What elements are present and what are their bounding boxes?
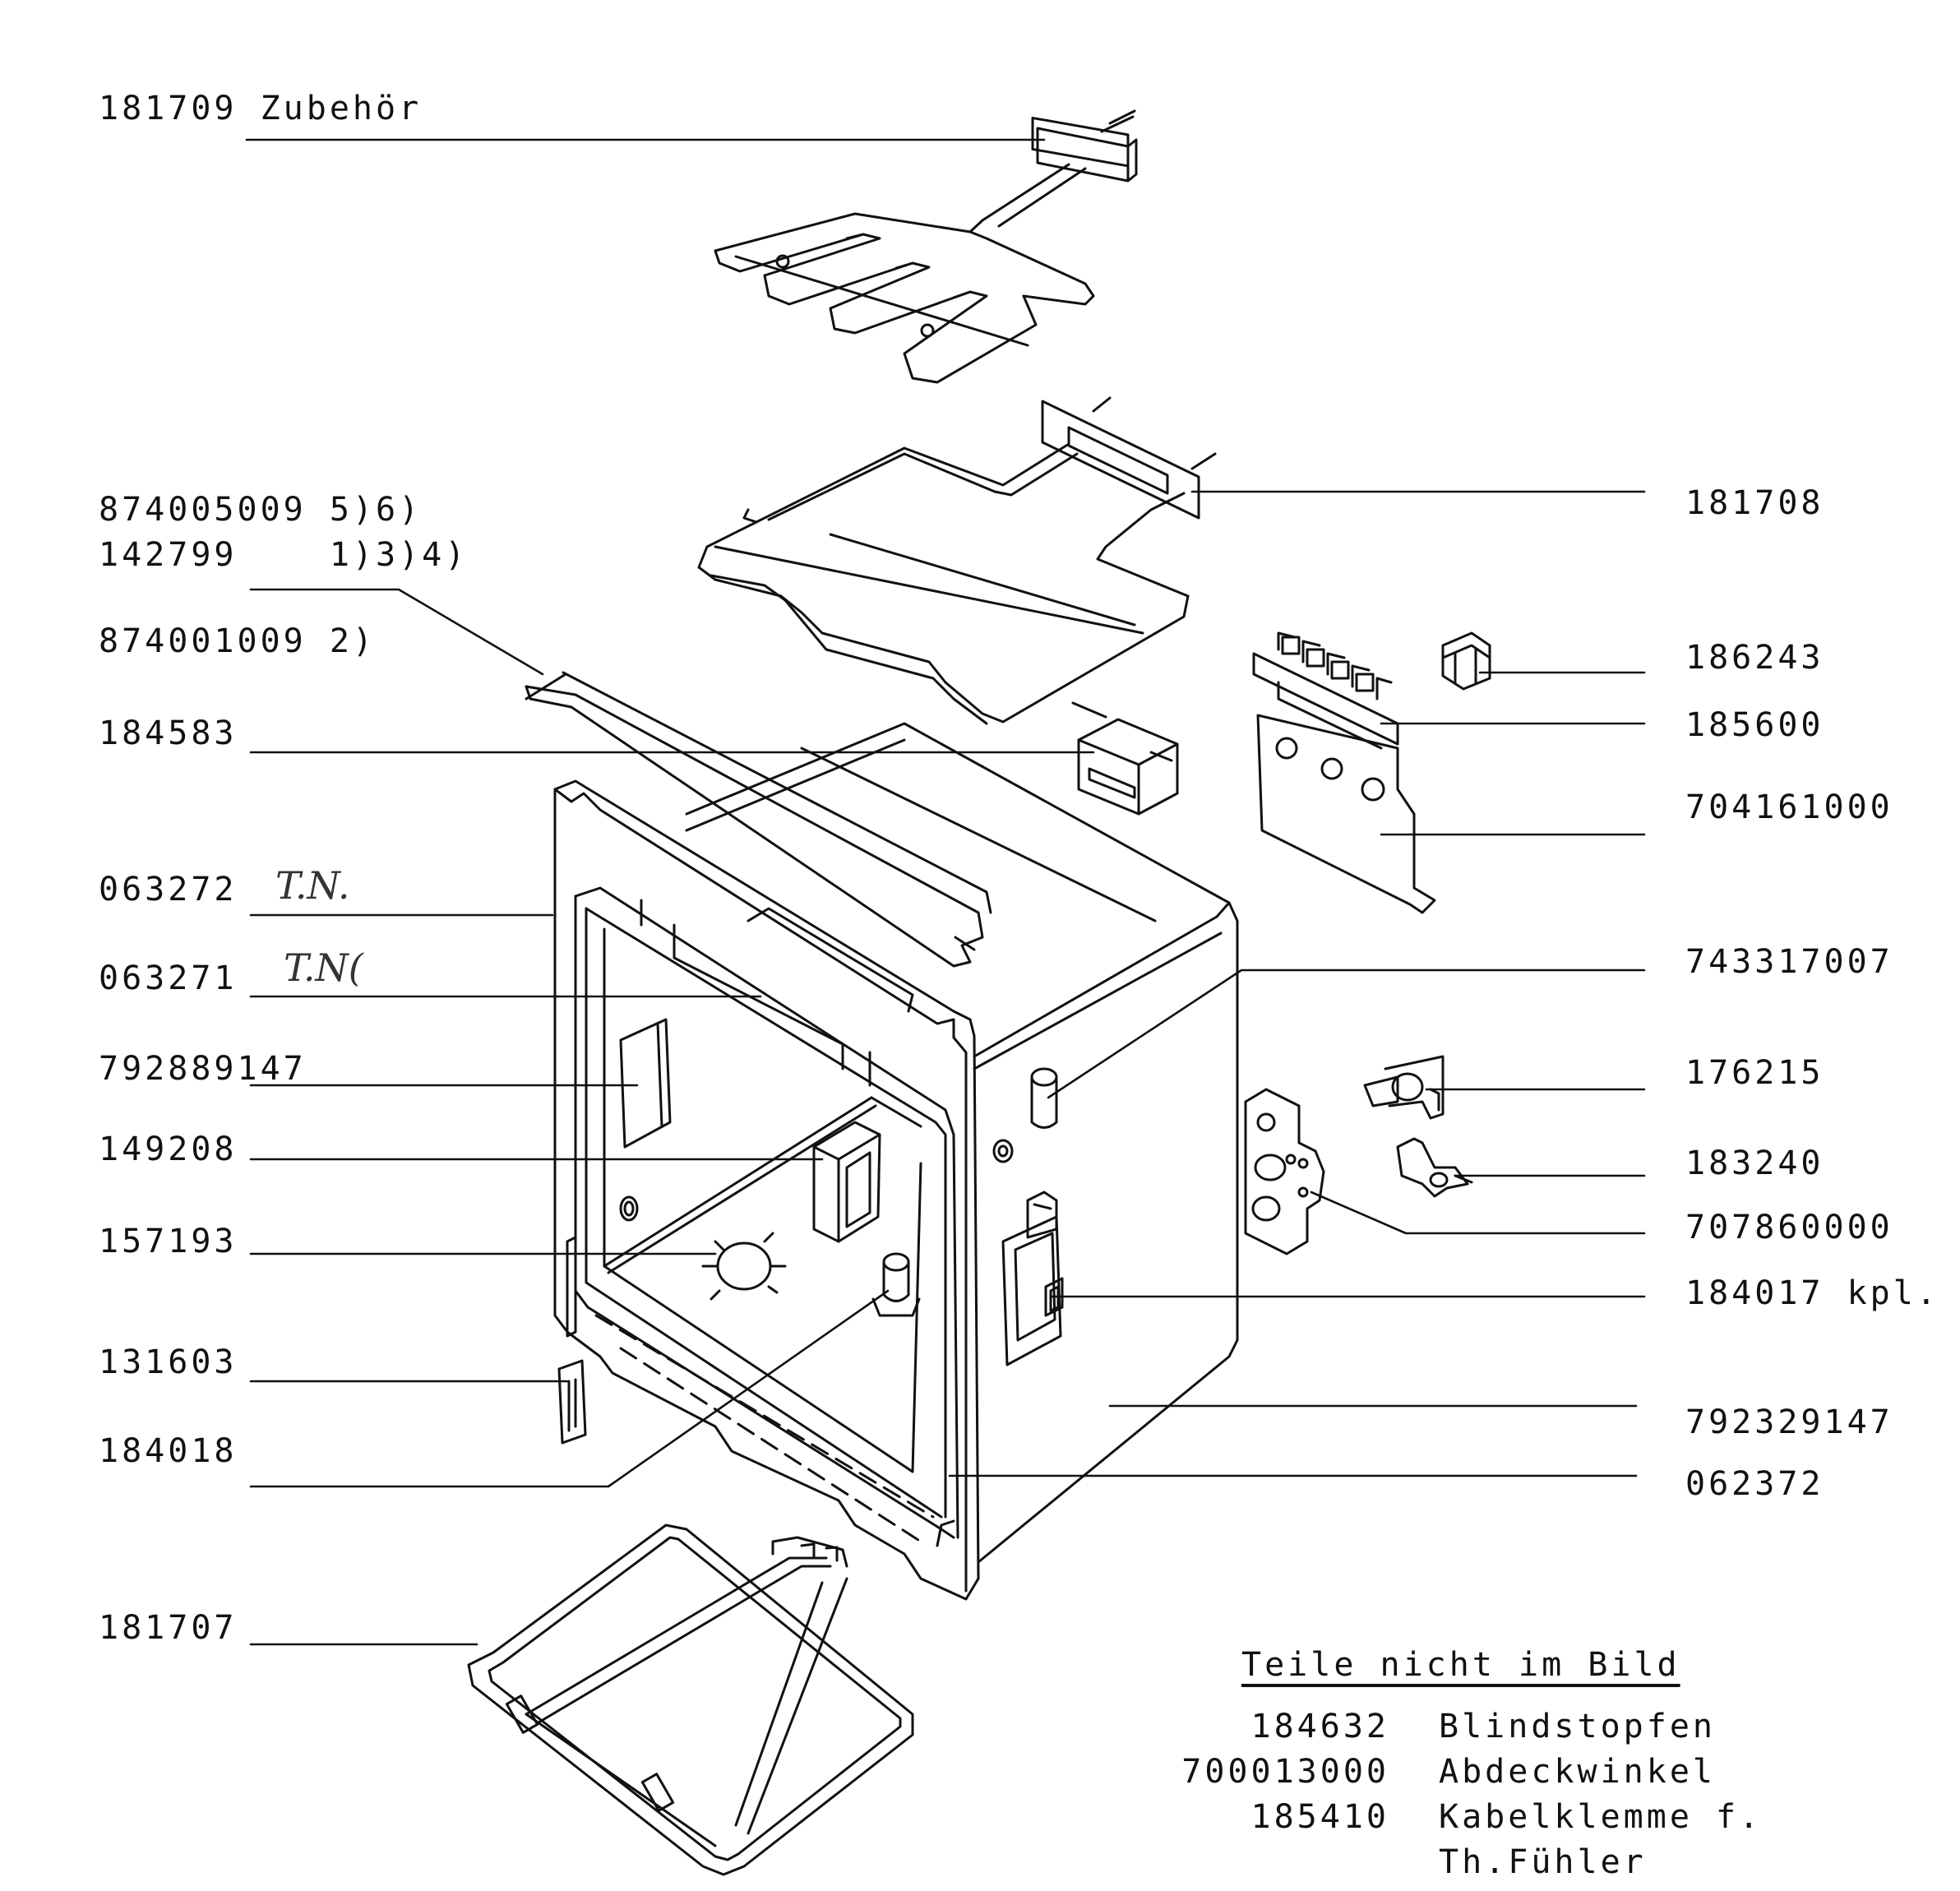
lamp-housing-drawing xyxy=(812,1121,881,1243)
top-rail-drawing xyxy=(525,671,992,968)
parts-not-in-picture-title: Teile nicht im Bild xyxy=(1241,1646,1680,1684)
label-185600: 185600 xyxy=(1685,706,1824,744)
leader-lines xyxy=(245,138,1095,1646)
grill-heating-element-drawing xyxy=(714,109,1138,384)
label-157193: 157193 xyxy=(99,1223,238,1260)
label-184583: 184583 xyxy=(99,714,238,752)
mounting-plate-drawing xyxy=(1256,714,1436,914)
cable-clip-drawing xyxy=(1441,631,1491,691)
label-062372: 062372 xyxy=(1685,1465,1824,1503)
thermostat-housing-drawing xyxy=(1001,1191,1064,1366)
side-insulation-plug-drawing xyxy=(992,1067,1058,1163)
part-name: Kabelklemme f. xyxy=(1439,1798,1763,1836)
label-181709: 181709 Zubehör xyxy=(99,90,423,127)
fan-drawing xyxy=(701,1232,787,1301)
fan-motor-block-drawing xyxy=(1077,718,1179,816)
oven-body-drawing xyxy=(553,722,1239,1601)
label-063272: 063272 xyxy=(99,871,238,909)
leader-lines-right xyxy=(948,490,1646,1477)
part-number: 184632 xyxy=(1250,1708,1389,1745)
lower-heating-element-drawing xyxy=(467,1523,914,1876)
label-184018: 184018 xyxy=(99,1432,238,1470)
label-874001009: 874001009 2) xyxy=(99,622,376,660)
switch-drawing xyxy=(1396,1137,1473,1198)
label-181707: 181707 xyxy=(99,1609,238,1647)
part-number: 185410 xyxy=(1250,1798,1389,1836)
label-184017: 184017 kpl. xyxy=(1685,1274,1939,1312)
handwritten-note-2: T.N( xyxy=(284,946,363,990)
part-name: Blindstopfen xyxy=(1439,1708,1716,1745)
label-743317007: 743317007 xyxy=(1685,943,1893,981)
terminal-block-drawing xyxy=(1252,631,1399,750)
label-704161000: 704161000 xyxy=(1685,788,1893,826)
label-183240: 183240 xyxy=(1685,1144,1824,1182)
hinge-bracket-drawing xyxy=(557,1359,587,1445)
label-149208: 149208 xyxy=(99,1130,238,1168)
part-number: 700013000 xyxy=(1181,1753,1389,1791)
label-142799: 142799 1)3)4) xyxy=(99,536,469,574)
handwritten-note-1: T.N. xyxy=(275,863,350,908)
label-874005009: 874005009 5)6) xyxy=(99,491,423,529)
sensor-hole-drawing xyxy=(619,1195,639,1222)
label-186243: 186243 xyxy=(1685,639,1824,677)
side-plate-drawing xyxy=(1244,1088,1325,1255)
label-063271: 063271 xyxy=(99,959,238,997)
rear-wall-panel-drawing xyxy=(619,1018,672,1149)
safety-thermostat-drawing xyxy=(1363,1055,1445,1120)
label-181708: 181708 xyxy=(1685,484,1824,522)
label-131603: 131603 xyxy=(99,1343,238,1381)
label-792329147: 792329147 xyxy=(1685,1403,1893,1441)
upper-heating-element-drawing xyxy=(697,396,1217,725)
thermal-sensor-drawing xyxy=(871,1252,921,1317)
label-176215: 176215 xyxy=(1685,1054,1824,1092)
label-707860000: 707860000 xyxy=(1685,1209,1893,1246)
part-name: Abdeckwinkel xyxy=(1439,1753,1716,1791)
label-792889147: 792889147 xyxy=(99,1050,307,1088)
part-name: Th.Fühler xyxy=(1439,1843,1647,1881)
